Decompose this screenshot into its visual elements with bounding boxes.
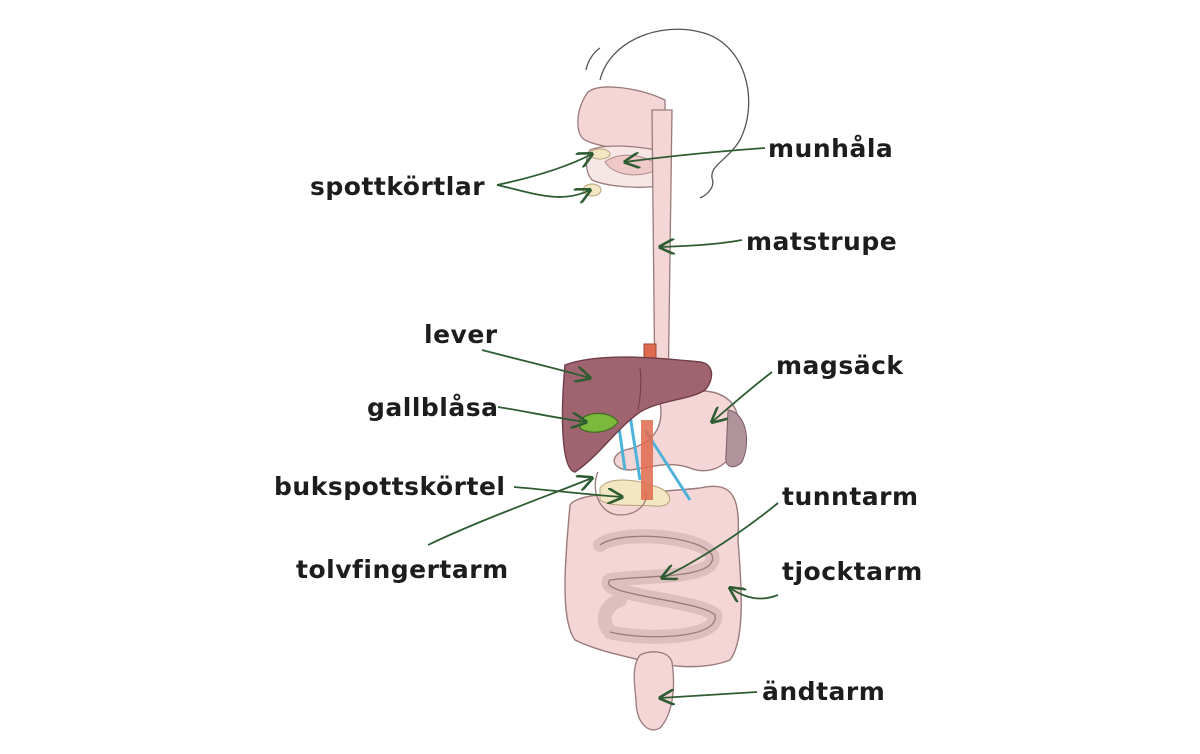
label-tolvfingertarm: tolvfingertarm	[296, 555, 509, 584]
arrow-magsack	[712, 371, 773, 422]
arrow-matstrupe	[660, 240, 743, 247]
rectum-shape	[633, 651, 675, 731]
arrow-andtarm	[660, 692, 758, 698]
label-lever: lever	[424, 320, 498, 349]
label-bukspottskortel: bukspottskörtel	[274, 472, 506, 501]
liver-shape	[561, 356, 713, 473]
label-gallblasa: gallblåsa	[367, 393, 499, 422]
label-munhala: munhåla	[768, 134, 894, 163]
label-andtarm: ändtarm	[762, 677, 886, 706]
leader-arrows	[427, 147, 779, 698]
spleen-shape	[725, 409, 748, 468]
label-tjocktarm: tjocktarm	[782, 557, 923, 586]
arrow-lever	[481, 349, 590, 378]
pancreas-shape	[599, 479, 670, 507]
arrow-tunntarm	[662, 502, 779, 578]
salivary-gland-upper	[589, 148, 611, 160]
small-intestine-lines	[599, 535, 716, 638]
label-magsack: magsäck	[776, 351, 904, 380]
aorta-lower	[641, 420, 653, 500]
arrow-gallblasa	[497, 406, 586, 422]
arrow-bukspottskortel	[513, 486, 622, 497]
arrow-tolvfingertarm	[427, 478, 592, 546]
arrow-spottkortlar-upper	[496, 154, 592, 186]
salivary-gland-lower	[582, 183, 602, 197]
arrow-tjocktarm	[730, 588, 779, 599]
arrow-munhala	[625, 147, 766, 162]
liver-lobe-line	[637, 367, 642, 411]
gallbladder-shape	[579, 412, 619, 433]
label-tunntarm: tunntarm	[782, 482, 919, 511]
arrow-spottkortlar-lower	[496, 184, 590, 197]
head-outline	[585, 28, 750, 199]
label-spottkortlar: spottkörtlar	[310, 172, 486, 201]
label-matstrupe: matstrupe	[746, 227, 898, 256]
